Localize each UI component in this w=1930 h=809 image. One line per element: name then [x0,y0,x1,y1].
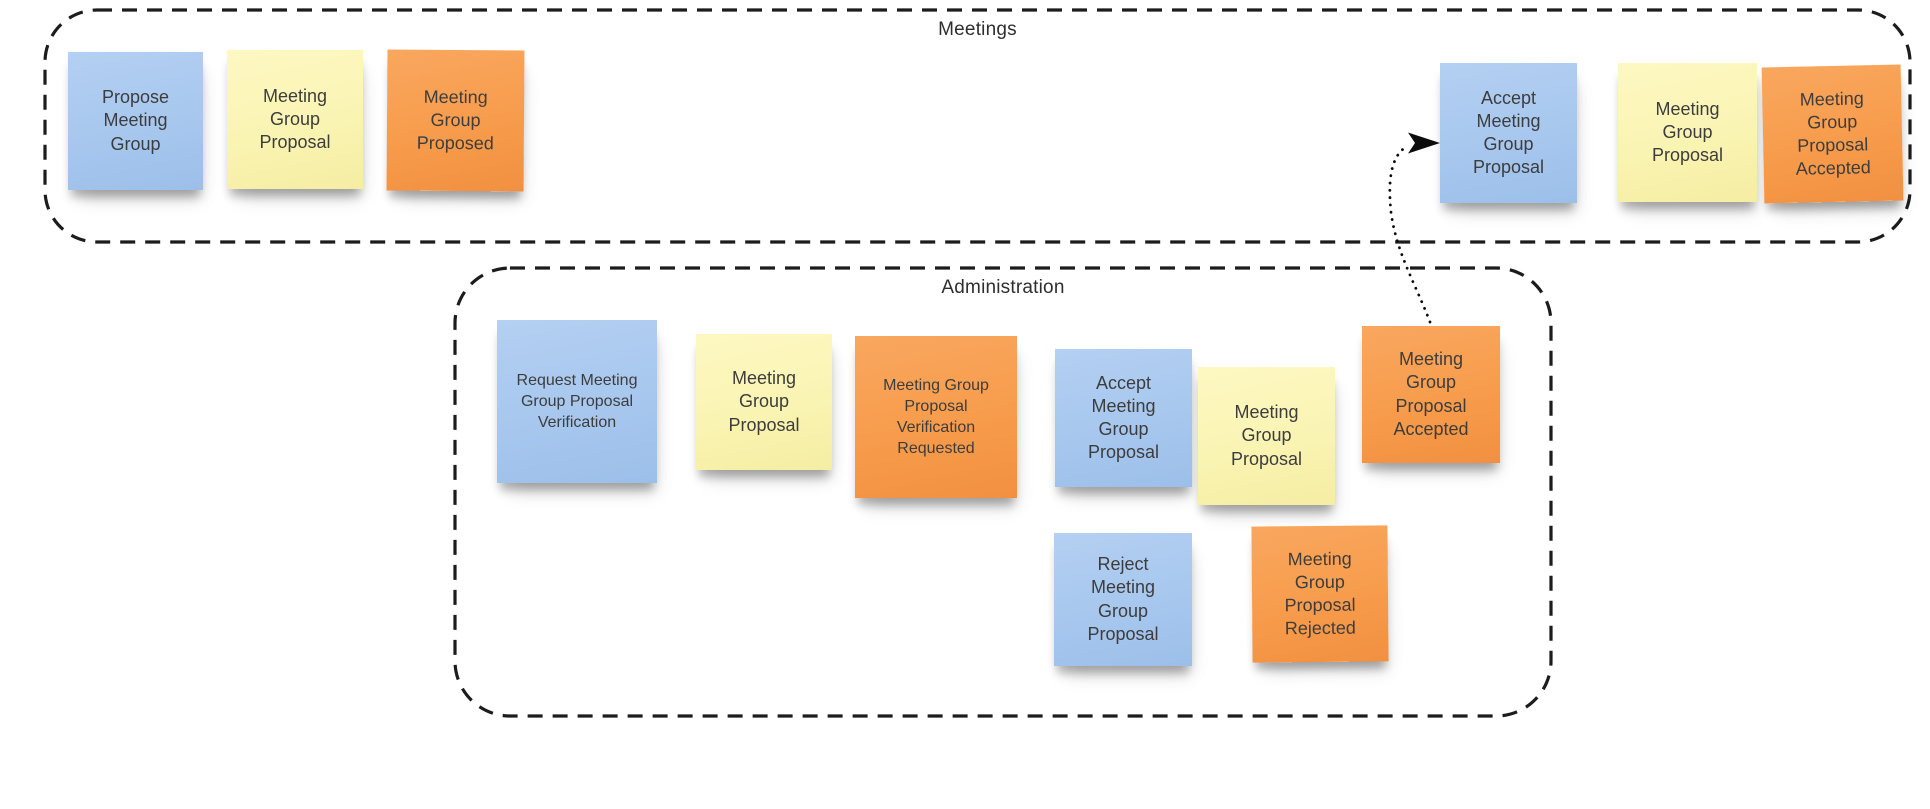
sticky-note-accept-meeting-group-proposal-admin[interactable]: Accept Meeting Group Proposal [1055,349,1192,487]
sticky-note-meeting-group-proposal-admin-2[interactable]: Meeting Group Proposal [1198,367,1335,505]
sticky-note-meeting-group-proposal-admin-1[interactable]: Meeting Group Proposal [696,334,832,470]
sticky-note-text: Reject Meeting Group Proposal [1087,554,1159,644]
sticky-note-meeting-group-proposal-verification-requested[interactable]: Meeting Group Proposal Verification Requ… [855,336,1017,498]
sticky-note-text: Meeting Group Proposal [1651,98,1724,166]
sticky-note-text: Accept Meeting Group Proposal [1472,87,1545,178]
sticky-note-text: Meeting Group Proposal [259,85,331,153]
sticky-note-text: Meeting Group Proposal [1230,402,1303,469]
sticky-note-text: Meeting Group Proposal Verification Requ… [883,376,989,458]
sticky-note-text: Meeting Group Proposal [728,368,800,435]
sticky-note-meeting-group-proposal-accepted-meetings[interactable]: Meeting Group Proposal Accepted [1761,64,1904,204]
sticky-note-propose-meeting-group[interactable]: Propose Meeting Group [68,52,203,190]
sticky-note-text: Meeting Group Proposed [416,86,494,154]
sticky-note-meeting-group-proposal-meetings-2[interactable]: Meeting Group Proposal [1618,63,1757,202]
sticky-note-text: Request Meeting Group Proposal Verificat… [516,371,638,432]
sticky-note-reject-meeting-group-proposal[interactable]: Reject Meeting Group Proposal [1054,533,1192,666]
sticky-note-meeting-group-proposal-accepted-admin[interactable]: Meeting Group Proposal Accepted [1362,326,1500,463]
sticky-note-text: Accept Meeting Group Proposal [1087,372,1160,463]
sticky-note-request-meeting-group-proposal-verification[interactable]: Request Meeting Group Proposal Verificat… [497,320,657,483]
sticky-note-text: Meeting Group Proposal Accepted [1393,349,1469,439]
sticky-note-meeting-group-proposal-meetings-1[interactable]: Meeting Group Proposal [227,50,363,189]
sticky-note-meeting-group-proposed[interactable]: Meeting Group Proposed [386,49,525,192]
sticky-note-text: Meeting Group Proposal Rejected [1284,548,1356,639]
sticky-note-accept-meeting-group-proposal-meetings[interactable]: Accept Meeting Group Proposal [1440,63,1577,203]
sticky-note-meeting-group-proposal-rejected[interactable]: Meeting Group Proposal Rejected [1251,525,1389,663]
sticky-note-text: Meeting Group Proposal Accepted [1795,88,1871,179]
zone-title-administration[interactable]: Administration [941,277,1065,298]
sticky-note-text: Propose Meeting Group [101,87,170,154]
zone-title-meetings[interactable]: Meetings [938,19,1017,40]
